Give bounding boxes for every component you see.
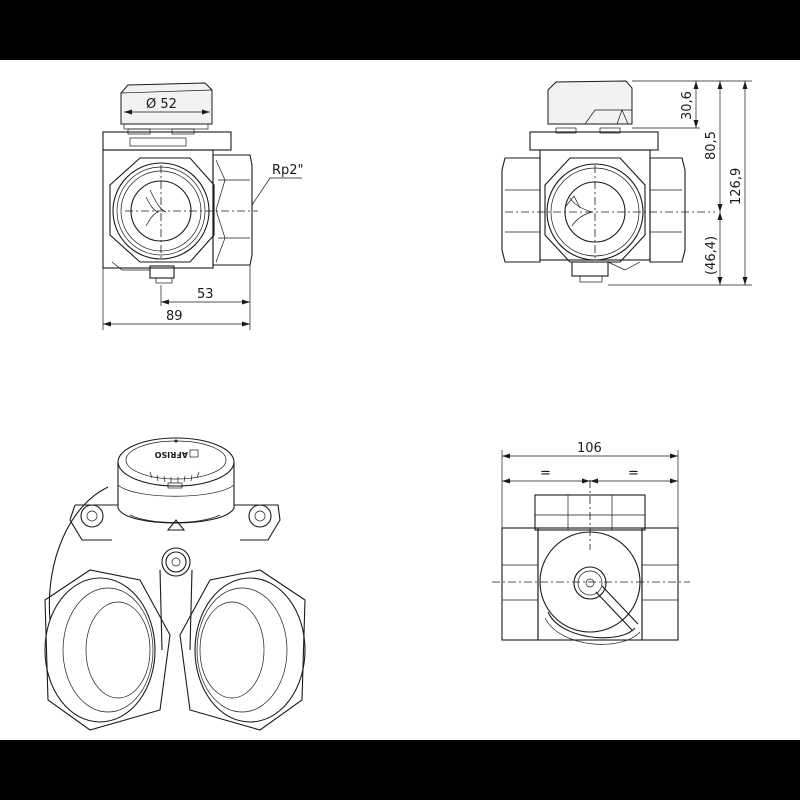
bottom-black-bar (0, 740, 800, 800)
iso-right-port (179, 569, 306, 731)
dim-overall-length: 106 (577, 441, 602, 456)
dim-overall-width: 89 (166, 309, 183, 324)
right-port-nut-bottom (641, 527, 679, 641)
dim-overall-height: 126,9 (729, 168, 744, 205)
actuator-housing-side (547, 80, 633, 125)
bottom-view: 106 = = (492, 441, 690, 645)
dim-actuator-height: 30,6 (680, 91, 695, 120)
front-port-hex (109, 157, 215, 263)
dim-actuator-diameter: Ø 52 (146, 97, 177, 112)
iso-left-port (44, 569, 171, 731)
dim-top-to-axis: 80,5 (704, 131, 719, 160)
dim-axis-to-bottom: (46,4) (704, 236, 719, 275)
position-arrow-icon (166, 519, 186, 531)
side-view: 30,6 80,5 (46,4) 126,9 (501, 80, 752, 286)
valve-body (102, 149, 214, 269)
right-port-nut (212, 154, 253, 266)
valve-top-plate (102, 131, 232, 151)
left-port-nut-bottom (501, 527, 539, 641)
drawing-sheet: Ø 52 Rp2" 53 89 (0, 60, 800, 740)
left-port-nut (501, 157, 541, 263)
thread-size-label: Rp2" (272, 163, 304, 178)
isometric-view: AFRISO (44, 437, 306, 731)
dim-half-left: = (540, 466, 551, 481)
right-port-nut-side (649, 157, 686, 263)
top-black-bar (0, 0, 800, 60)
dim-port-offset: 53 (197, 287, 214, 302)
indicator-lever (595, 585, 639, 631)
brand-logo: AFRISO (154, 450, 188, 459)
technical-drawing: Ø 52 Rp2" 53 89 (44, 80, 752, 731)
dim-half-right: = (628, 466, 639, 481)
front-view: Ø 52 Rp2" 53 89 (102, 82, 304, 330)
